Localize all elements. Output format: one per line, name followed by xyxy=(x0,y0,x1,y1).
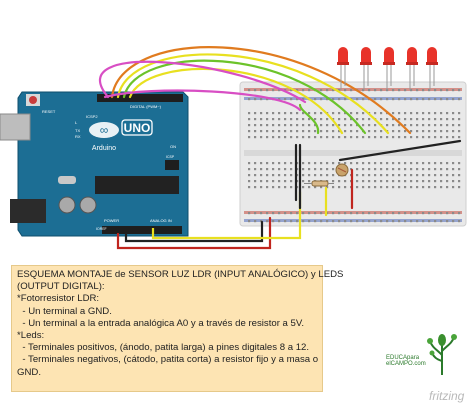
wires xyxy=(98,46,462,250)
rx-label: RX xyxy=(75,134,81,139)
brand-word-para: para xyxy=(407,355,420,361)
note-line: ESQUEMA MONTAJE de SENSOR LUZ LDR (INPUT… xyxy=(17,269,344,280)
analog-in-label: ANALOG IN xyxy=(150,218,172,223)
digital-header xyxy=(97,94,183,102)
note-line: GND. xyxy=(17,366,41,378)
power-label: POWER xyxy=(104,218,119,223)
fritzing-watermark: fritzing xyxy=(429,389,465,403)
wire-pin8b xyxy=(103,89,302,112)
note-line: - Terminales positivos, (ánodo, patita l… xyxy=(17,342,310,354)
reset-label: RESET xyxy=(42,109,56,114)
wire-pin11 xyxy=(116,53,390,135)
note-line: - Terminales negativos, (cátodo, patita … xyxy=(17,354,319,366)
leds xyxy=(337,47,438,90)
led xyxy=(426,47,438,90)
ioref-label: IOREF xyxy=(96,227,107,231)
led xyxy=(337,47,349,90)
wire-pin12 xyxy=(110,46,412,135)
breadboard-holes xyxy=(248,89,461,223)
on-label: ON xyxy=(170,144,176,149)
wire-pin8 xyxy=(98,60,307,104)
wire-a0 xyxy=(151,190,302,240)
brand-word-po: PO.com xyxy=(404,361,426,367)
led xyxy=(383,47,395,90)
ldr-sensor xyxy=(335,163,349,177)
educa-logo xyxy=(427,334,457,375)
icsp-label: ICSP xyxy=(166,155,175,159)
resistor xyxy=(304,180,334,187)
microcontroller-chip xyxy=(95,176,179,194)
note-line: *Leds: xyxy=(17,330,45,342)
power-jack xyxy=(10,199,46,223)
usb-connector xyxy=(0,113,31,141)
wire-pin9 xyxy=(128,67,344,135)
icsp2-label: ICSP2 xyxy=(86,114,98,119)
board-brand-label: Arduino xyxy=(92,145,116,152)
brand-word-cam: CAM xyxy=(390,361,405,367)
arduino-logo-mark: ∞ xyxy=(100,123,109,137)
wire-led1 xyxy=(298,103,320,135)
digital-pins-label: DIGITAL (PWM~) xyxy=(130,104,162,109)
brand-word-educa: EDUCA xyxy=(386,355,408,361)
educa-brand-text: EDUCApara elCAMPO.com xyxy=(386,355,426,367)
wire-gnd xyxy=(124,220,264,243)
wire-5v xyxy=(116,216,272,250)
board-model-label: UNO xyxy=(124,121,151,135)
note-line: - Un terminal a la entrada analógica A0 … xyxy=(17,317,305,329)
wire-led-gnd xyxy=(338,139,462,162)
note-line: (OUTPUT DIGITAL): xyxy=(17,281,105,293)
led xyxy=(360,47,372,90)
note-line: *Fotorresistor LDR: xyxy=(17,293,100,305)
wire-pin10 xyxy=(122,59,367,135)
arduino-logo xyxy=(89,122,119,138)
brand-word-el: el xyxy=(386,361,391,367)
note-line: - Un terminal a GND. xyxy=(17,305,112,317)
tx-label: TX xyxy=(75,128,80,133)
arduino-board: ∞ UNO Arduino ICSP2 TX RX ON L DIGITAL (… xyxy=(0,91,189,237)
analog-header xyxy=(102,226,182,234)
l-led-label: L xyxy=(75,120,78,125)
led xyxy=(406,47,418,90)
assembly-notes: ESQUEMA MONTAJE de SENSOR LUZ LDR (INPUT… xyxy=(11,265,344,392)
